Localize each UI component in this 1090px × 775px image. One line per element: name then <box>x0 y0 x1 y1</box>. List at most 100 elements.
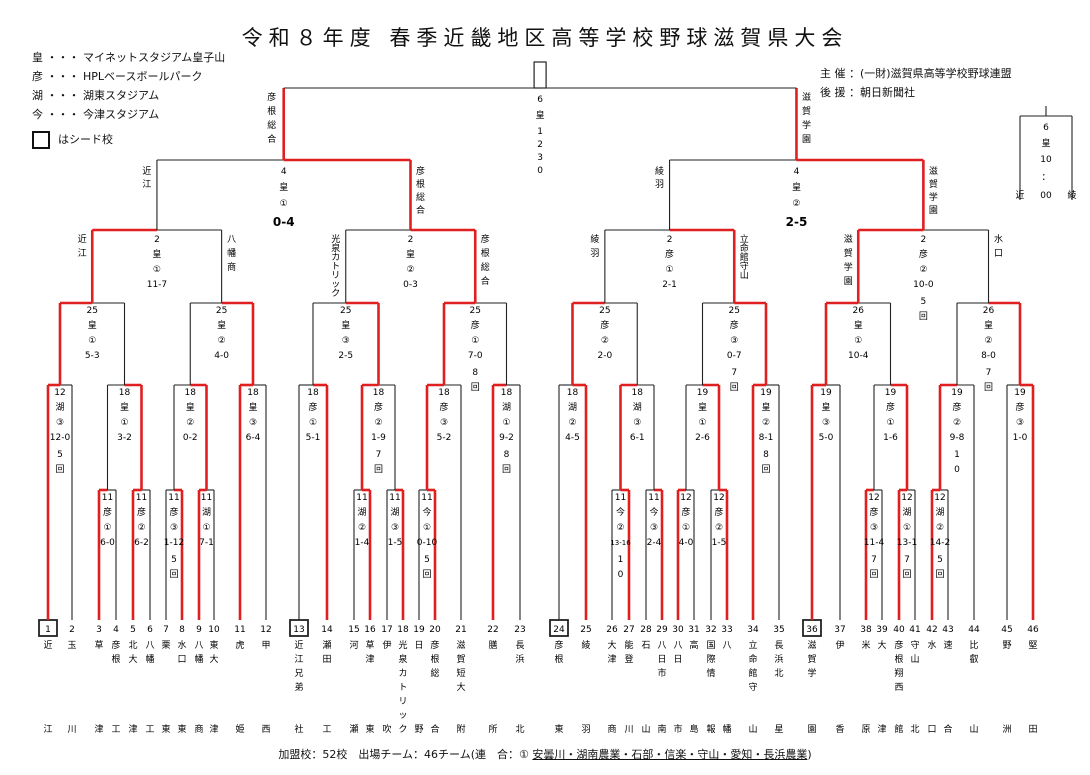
game-score: 1-5 <box>388 538 403 548</box>
game-venue: 彦 <box>919 248 928 260</box>
game-date: 12 <box>901 493 912 503</box>
team-name: 合 <box>943 723 952 735</box>
game-number: ② <box>601 336 609 346</box>
qf-team-label: 学 <box>844 261 853 273</box>
team-name: 星 <box>774 724 783 735</box>
game-number: ① <box>280 199 288 209</box>
team-name: 登 <box>624 654 633 665</box>
team-name: 姫 <box>235 723 244 735</box>
game-date: 2 <box>921 235 927 245</box>
team-number: 39 <box>876 625 888 635</box>
game-date: 12 <box>934 493 945 503</box>
team-name: 水 <box>177 639 186 651</box>
game-number: ① <box>903 523 911 533</box>
game-venue: 彦 <box>1015 401 1024 413</box>
game-date: 4 <box>281 167 287 177</box>
organizer-info: 主 催 ：(一財)滋賀県高等学校野球連盟 後 援 ：朝日新聞社 <box>820 67 1012 99</box>
seed-box-icon <box>32 130 50 149</box>
game-date: 2 <box>667 235 673 245</box>
qf-team-label: ト <box>331 262 340 272</box>
team-name: 工 <box>322 725 331 735</box>
game-date: 19 <box>951 388 963 398</box>
game-score: 1-9 <box>371 433 386 443</box>
game-venue: 彦 <box>439 401 448 413</box>
game-date: 18 <box>119 388 131 398</box>
game-venue: 彦 <box>665 248 674 260</box>
game-date: 6 <box>537 95 543 105</box>
team-number: 17 <box>381 625 392 635</box>
qf-team-label: ッ <box>331 280 340 290</box>
team-number: 26 <box>606 625 618 635</box>
qf-team-label: 賀 <box>844 247 853 259</box>
game-time: 1 <box>537 127 543 137</box>
team-name: 口 <box>927 725 936 735</box>
qf-team-label: 水 <box>994 233 1003 245</box>
game-date: 18 <box>501 388 513 398</box>
team-number: 40 <box>893 625 905 635</box>
game-score: 4-0 <box>214 351 229 361</box>
team-name: 彦 <box>430 639 439 651</box>
team-number: 5 <box>130 625 136 635</box>
final-team-label: 合 <box>267 133 276 145</box>
game-venue: 皇 <box>854 319 863 331</box>
game-score: 14-2 <box>930 538 950 548</box>
final-team-label: 根 <box>267 105 276 117</box>
game-number: ② <box>762 418 770 428</box>
game-note: 回 <box>730 382 739 393</box>
team-name: 賀 <box>456 653 465 665</box>
game-date: 6 <box>1043 123 1049 133</box>
game-number: ② <box>984 336 992 346</box>
team-name: 山 <box>969 724 978 735</box>
game-number: ① <box>120 418 128 428</box>
game-score: 5-3 <box>85 351 100 361</box>
team-name: 田 <box>322 654 331 665</box>
team-name: 川 <box>67 725 76 735</box>
team-name: 滋 <box>807 639 816 651</box>
team-number: 11 <box>234 625 245 635</box>
game-note: 7 <box>986 368 992 378</box>
team-name: 栗 <box>161 640 170 651</box>
final-team-label: 総 <box>267 119 276 131</box>
team-name: ッ <box>398 711 407 721</box>
qf-team-label: 立 <box>740 233 749 245</box>
game-venue: 皇 <box>406 248 415 260</box>
team-name: 短 <box>456 667 465 679</box>
team-name: 草 <box>365 639 374 651</box>
game-note: 回 <box>935 569 944 580</box>
team-number: 9 <box>196 625 202 635</box>
team-name: 工 <box>111 725 120 735</box>
team-number: 1 <box>45 625 51 635</box>
legend-row: 皇 ・・・ マイネットスタジアム皇子山 <box>32 51 226 64</box>
qf-team-label: 合 <box>481 275 490 287</box>
game-venue: 湖 <box>357 507 366 518</box>
team-number: 27 <box>623 625 634 635</box>
game-score: 4-5 <box>565 433 580 443</box>
game-number: ① <box>309 418 317 428</box>
team-number: 43 <box>942 625 953 635</box>
game-number: ③ <box>440 418 448 428</box>
game-date: 12 <box>868 493 879 503</box>
sf-team-label: 羽 <box>655 179 664 190</box>
team-name: 浜 <box>774 654 783 665</box>
team-number: 36 <box>806 625 818 635</box>
team-name: 島 <box>689 723 698 735</box>
game-date: 2 <box>408 235 414 245</box>
game-note: 7 <box>904 555 910 565</box>
game-venue: 彦 <box>137 506 146 518</box>
qf-team-label: 商 <box>227 261 236 273</box>
game-venue: 湖 <box>568 402 577 413</box>
game-number: ② <box>186 418 194 428</box>
team-name: 瀬 <box>322 639 331 651</box>
team-name: 北 <box>910 724 919 735</box>
game-date: 19 <box>760 388 772 398</box>
game-note: 回 <box>919 311 928 322</box>
team-number: 29 <box>656 625 668 635</box>
team-name: 山 <box>748 724 757 735</box>
team-name: 南 <box>657 723 666 735</box>
game-score: 9-8 <box>950 433 965 443</box>
qf-team-label: 総 <box>481 261 490 273</box>
game-date: 12 <box>680 493 691 503</box>
team-name: 比 <box>969 639 978 651</box>
game-date: 25 <box>87 306 98 316</box>
